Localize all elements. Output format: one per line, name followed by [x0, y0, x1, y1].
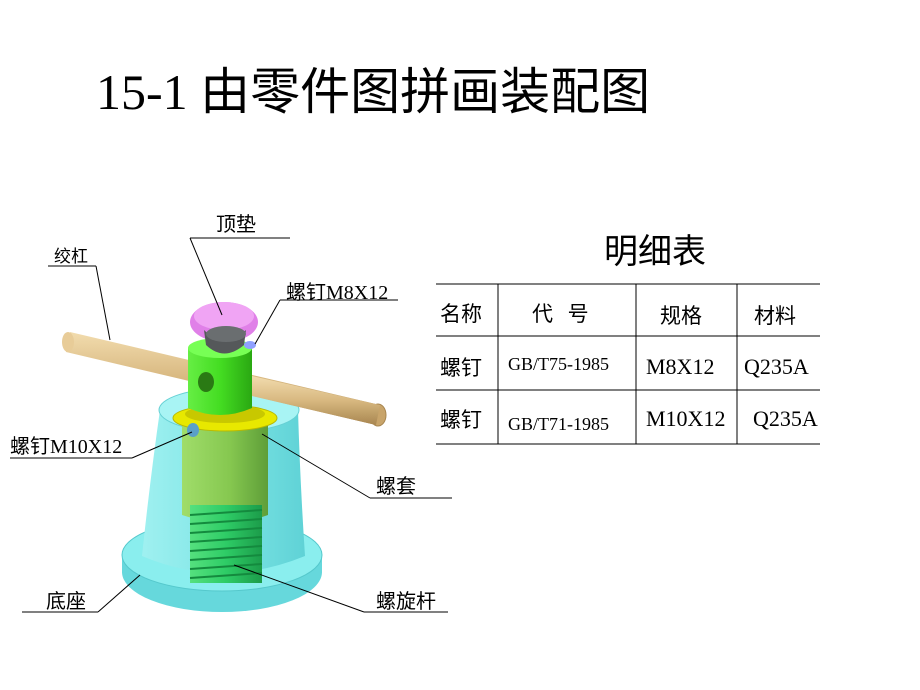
label-screw-m8: 螺钉M8X12	[286, 276, 388, 305]
table-row-1-code: GB/T75-1985	[508, 354, 609, 374]
table-header-name: 名称	[440, 302, 482, 326]
title-number: 15-1	[96, 64, 188, 120]
sleeve-part	[172, 404, 278, 523]
table-header-material: 材料	[754, 304, 796, 328]
label-screw-rod: 螺旋杆	[376, 589, 436, 613]
label-top-pad: 顶垫	[216, 212, 256, 236]
top-pad-part	[190, 302, 258, 354]
table-row-2-name: 螺钉	[440, 408, 482, 432]
table-row-2-material: Q235A	[753, 406, 818, 431]
parts-table-title: 明细表	[604, 232, 706, 272]
leader-lines	[10, 237, 452, 613]
label-screw-m8-spec: M8X12	[326, 282, 389, 304]
title-text: 由零件图拼画装配图	[200, 63, 651, 121]
table-header-spec: 规格	[660, 304, 702, 328]
label-lever: 绞杠	[54, 247, 88, 267]
table-header-code: 代 号	[532, 302, 593, 326]
table-row-2-code: GB/T71-1985	[508, 414, 609, 434]
table-row-1-material: Q235A	[744, 354, 809, 379]
label-screw-m8-prefix: 螺钉	[286, 280, 326, 304]
label-screw-m10-prefix: 螺钉	[10, 434, 50, 458]
table-row-2-spec: M10X12	[646, 406, 726, 431]
screw-m10-part	[187, 423, 199, 437]
table-row-1-name: 螺钉	[440, 356, 482, 380]
table-row-1-spec: M8X12	[646, 354, 715, 379]
label-sleeve: 螺套	[376, 474, 416, 498]
label-base: 底座	[46, 589, 86, 613]
page-title: 15-1 由零件图拼画装配图	[96, 52, 650, 124]
label-screw-m10-spec: M10X12	[50, 436, 123, 458]
table-rules	[436, 283, 820, 445]
label-screw-m10: 螺钉M10X12	[10, 430, 122, 459]
screw-rod-part	[189, 505, 263, 583]
